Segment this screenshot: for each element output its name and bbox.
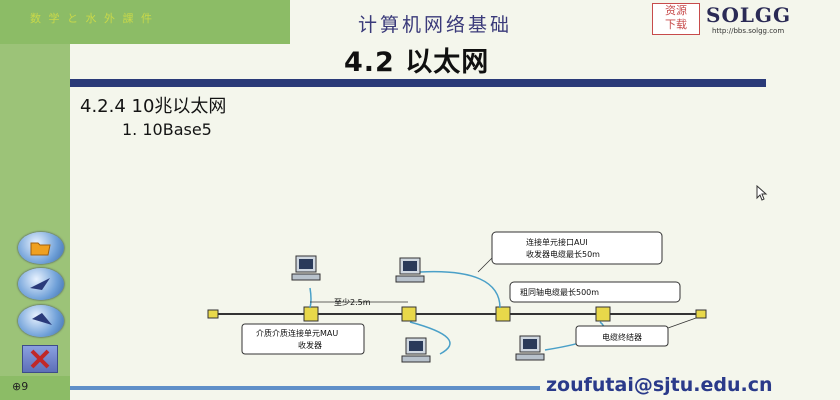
terminator-right: [695, 309, 707, 319]
mau-transceiver-1: [303, 306, 319, 322]
resource-badge-line1: 资源: [665, 4, 687, 17]
brand-logo-tail: G: [773, 3, 792, 27]
terminator-callout: [575, 325, 669, 347]
mau-transceiver-3: [495, 306, 511, 322]
brand-logo[interactable]: SOLGG: [706, 3, 791, 27]
header-logo-block: 数 学 と 水 外 課 件: [0, 0, 290, 44]
mau-callout: [241, 323, 365, 355]
coax-label: 粗同轴电缆最长500m: [520, 287, 599, 297]
resource-badge-line2: 下载: [665, 18, 687, 31]
arrow-left-icon: [32, 313, 52, 325]
aui-label-line2: 收发器电缆最长50m: [526, 249, 600, 259]
nav-home-button[interactable]: [18, 232, 64, 264]
terminator-pointer: [667, 317, 697, 329]
computer-icon: [515, 335, 545, 361]
terminator-left: [207, 309, 219, 319]
aui-callout-pointer: [477, 257, 493, 273]
mau-transceiver-4: [595, 306, 611, 322]
slide-number: ⊕9: [12, 380, 29, 393]
mouse-cursor-icon: [756, 184, 768, 205]
aui-callout: [491, 231, 663, 265]
min-spacing-label: 至少2.5m: [334, 298, 371, 307]
aui-cable-3: [409, 321, 451, 355]
slide-title: 4.2 以太网: [344, 47, 490, 78]
close-icon: [30, 349, 50, 369]
brand-url[interactable]: http://bbs.solgg.com: [712, 27, 785, 35]
ethernet-10base5-diagram: 至少2.5m 连接单元接口AUI 收发器电缆最长50m 粗同轴电缆最长500m …: [207, 231, 707, 363]
aui-label-line1: 连接单元接口AUI: [526, 237, 588, 247]
nav-forward-button[interactable]: [18, 268, 64, 300]
computer-icon: [401, 337, 431, 363]
folder-icon: [30, 242, 51, 256]
computer-icon: [291, 255, 321, 281]
title-divider: [70, 79, 766, 87]
terminator-label: 电缆终结器: [602, 332, 642, 342]
left-sidebar: [0, 0, 70, 400]
subsection-heading: 1. 10Base5: [122, 120, 212, 139]
arrow-right-icon: [30, 278, 50, 290]
computer-icon: [395, 257, 425, 283]
nav-exit-button[interactable]: [22, 345, 58, 373]
nav-back-button[interactable]: [18, 305, 64, 337]
author-email: zoufutai@sjtu.edu.cn: [546, 374, 773, 396]
resource-download-badge[interactable]: 资源 下载: [652, 3, 700, 35]
coax-callout: [509, 281, 681, 303]
header-left-text: 数 学 と 水 外 課 件: [30, 12, 154, 25]
mau-label-line2: 收发器: [298, 340, 322, 350]
course-title: 计算机网络基础: [358, 14, 513, 36]
slide-number-box: ⊕9: [0, 376, 70, 400]
mau-label-line1: 介质介质连接单元MAU: [256, 328, 338, 338]
aui-cable-1: [309, 287, 312, 309]
footer-divider: [70, 386, 540, 390]
section-heading: 4.2.4 10兆以太网: [80, 96, 227, 117]
brand-logo-text: SOLG: [706, 3, 774, 27]
mau-transceiver-2: [401, 306, 417, 322]
aui-cable-2: [419, 270, 501, 309]
